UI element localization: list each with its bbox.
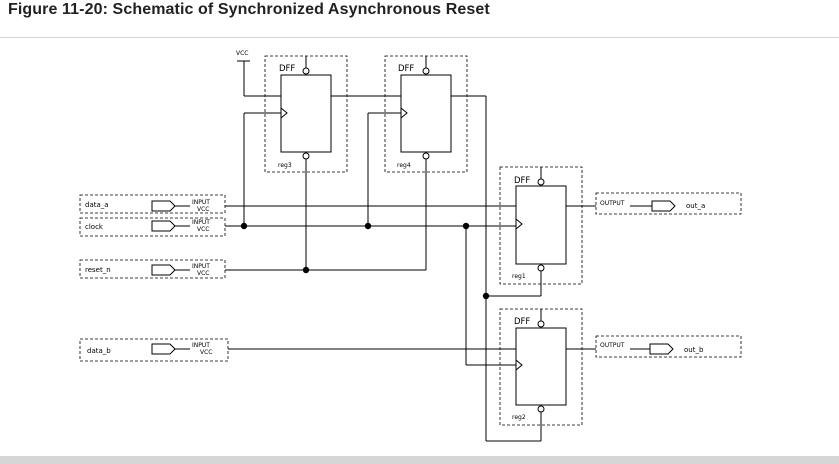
reset_n-type-label: INPUT xyxy=(192,263,210,270)
out_a-label: out_a xyxy=(686,202,705,210)
junction-dot xyxy=(482,292,490,300)
reg4-name-label: reg4 xyxy=(397,162,411,169)
input-pin-data_a: data_a INPUT VCC xyxy=(79,194,226,214)
data_b-value-label: VCC xyxy=(200,349,212,356)
bottom-band xyxy=(0,456,839,464)
vcc-symbol: VCC xyxy=(236,50,281,97)
clock-value-label: VCC xyxy=(197,226,209,233)
reg1-name-label: reg1 xyxy=(512,273,526,280)
title-divider xyxy=(0,37,839,38)
reset_n-value-label: VCC xyxy=(197,270,209,277)
data_a-label: data_a xyxy=(85,201,109,209)
register-reg3: DFF reg3 xyxy=(264,55,348,173)
data_a-type-label: INPUT xyxy=(192,199,210,206)
out_a-type-label: OUTPUT xyxy=(600,200,625,207)
reg2-type-label: DFF xyxy=(514,317,530,327)
reg3-name-label: reg3 xyxy=(278,162,292,169)
register-reg4: DFF reg4 xyxy=(384,55,468,173)
output-pin-out_a: OUTPUT out_a xyxy=(595,192,742,215)
reg4-type-label: DFF xyxy=(398,64,414,74)
reg1-type-label: DFF xyxy=(514,176,530,186)
reg3-type-label: DFF xyxy=(279,64,295,74)
input-pin-reset_n: reset_n INPUT VCC xyxy=(79,259,226,279)
register-reg2: DFF reg2 xyxy=(499,308,583,426)
figure-title: Figure 11-20: Schematic of Synchronized … xyxy=(8,1,490,18)
reg2-name-label: reg2 xyxy=(512,414,526,421)
junction-dots xyxy=(240,222,490,300)
data_b-type-label: INPUT xyxy=(192,342,210,349)
junction-dot xyxy=(364,222,372,230)
junction-dot xyxy=(240,222,248,230)
out_b-type-label: OUTPUT xyxy=(600,342,625,349)
data_a-value-label: VCC xyxy=(197,206,209,213)
junction-dot xyxy=(462,222,470,230)
junction-dot xyxy=(302,266,310,274)
clock-label: clock xyxy=(85,223,104,231)
reset_n-label: reset_n xyxy=(85,266,111,274)
input-pin-data_b: data_b INPUT VCC xyxy=(79,338,229,362)
data_b-label: data_b xyxy=(87,347,111,355)
input-pin-clock: clock INPUT VCC xyxy=(79,217,226,237)
vcc-label: VCC xyxy=(236,50,248,57)
clock-type-label: INPUT xyxy=(192,219,210,226)
out_b-label: out_b xyxy=(684,346,704,354)
output-pin-out_b: OUTPUT out_b xyxy=(595,335,742,358)
register-reg1: DFF reg1 xyxy=(499,166,583,285)
